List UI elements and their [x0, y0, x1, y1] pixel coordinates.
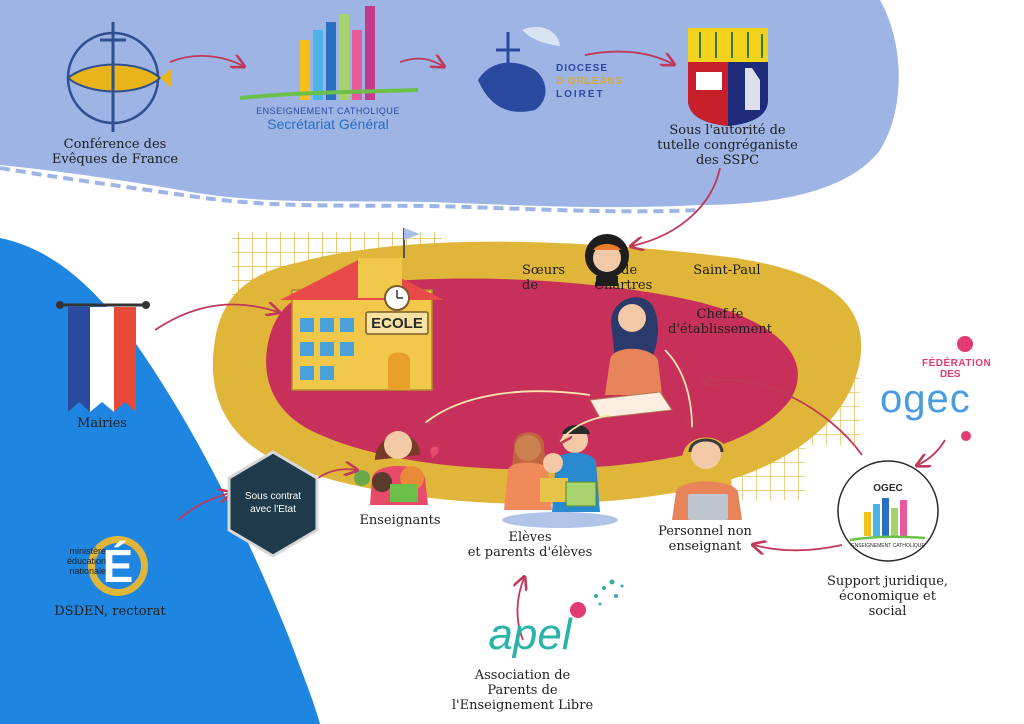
chef-label: Chef.fe d'établissement — [655, 307, 785, 337]
teacher-illustration — [354, 431, 439, 505]
apel-label-line: Parents de — [487, 683, 558, 698]
hex-label: Sous contrat avec l'Etat — [229, 490, 317, 516]
sg-line-2: Secrétariat Général — [267, 116, 389, 132]
personnel-line: enseignant — [668, 539, 742, 554]
support-label: Support juridique, économique et social — [815, 574, 960, 619]
tutelle-label: Sous l'autorité de tutelle congréganiste… — [650, 123, 805, 168]
support-line: économique et — [839, 589, 936, 604]
arrow-hex-teachers — [317, 469, 356, 479]
mairies-label: Mairies — [52, 416, 152, 431]
arrow-director-staff — [664, 349, 692, 428]
arrow-ministere-hex — [177, 493, 230, 521]
chef-label-line: Chef.fe — [696, 307, 744, 322]
ogec-badge — [837, 460, 939, 562]
ogec-badge-title: OGEC — [873, 483, 903, 494]
dsden-text: DSDEN, rectorat — [54, 604, 166, 619]
arrow-diocese-tutelle — [584, 50, 673, 64]
eleves-line: Elèves — [508, 530, 552, 545]
eleves-line: et parents d'élèves — [467, 545, 593, 560]
federation-line-1: FÉDÉRATION — [922, 358, 992, 369]
federation-logo — [957, 336, 973, 441]
sister-illustration — [585, 234, 629, 286]
arrow-ogec-personnel — [754, 545, 843, 550]
soeurs-label: Sœurs de Saint-Paul de Chartres — [470, 263, 790, 293]
support-line: Support juridique, — [826, 574, 949, 589]
arrow-flag-school — [154, 305, 278, 331]
diocese-line-1: DIOCESE — [556, 63, 609, 74]
apel-logo — [570, 579, 624, 618]
diocese-logo-text: DIOCESE D'ORLEANS LOIRET — [556, 62, 626, 101]
sg-logo — [239, 6, 419, 100]
diocese-line-2: D'ORLEANS — [556, 76, 624, 87]
federation-line-3: ogec — [880, 377, 971, 421]
school-sign: ECOLE — [371, 315, 423, 332]
sg-line-1: ENSEIGNEMENT CATHOLIQUE — [256, 106, 400, 116]
contract-hexagon — [227, 450, 319, 558]
tutelle-shield — [688, 28, 768, 126]
arrow-federation-ogec — [918, 439, 946, 465]
federation-line-2: DES — [940, 369, 961, 380]
cef-label-line: Conférence des — [63, 137, 167, 152]
soeurs-label-text: Sœurs de Saint-Paul de Chartres — [522, 263, 761, 293]
arrow-sg-diocese — [399, 59, 443, 66]
family-illustration — [502, 425, 618, 528]
tutelle-label-line: Sous l'autorité de — [669, 123, 786, 138]
enseignants-label: Enseignants — [340, 513, 460, 528]
eleves-label: Elèves et parents d'élèves — [455, 530, 605, 560]
cef-label-line: Evêques de France — [51, 152, 179, 167]
top-band-wave — [0, 166, 701, 214]
chef-label-line: d'établissement — [668, 322, 772, 337]
support-line: social — [868, 604, 907, 619]
hex-line: Sous contrat — [244, 491, 302, 502]
ministere-line: ministère — [69, 546, 106, 556]
arrow-director-teachers — [425, 390, 591, 423]
cef-label: Conférence des Evêques de France — [40, 137, 190, 167]
arrow-director-families — [560, 414, 611, 442]
apel-label: Association de Parents de l'Enseignement… — [440, 668, 605, 713]
arrow-cef-sg — [169, 56, 243, 66]
top-band — [0, 0, 899, 208]
ministere-logo — [88, 536, 148, 596]
ministere-text: ministère éducation nationale — [46, 546, 106, 576]
tutelle-label-line: des SSPC — [695, 153, 760, 168]
apel-label-line: l'Enseignement Libre — [451, 698, 594, 713]
ogec-badge-sub: ENSEIGNEMENT CATHOLIQUE — [851, 543, 925, 549]
apel-label-line: Association de — [474, 668, 571, 683]
personnel-label: Personnel non enseignant — [640, 524, 770, 554]
staff-illustration — [672, 437, 742, 520]
ministere-e-glyph: É — [103, 540, 134, 592]
french-flag — [56, 301, 150, 412]
arrow-ogec-staff — [705, 380, 863, 456]
sg-logo-text: ENSEIGNEMENT CATHOLIQUE Secrétariat Géné… — [238, 106, 418, 132]
apel-wordmark: apel — [488, 610, 572, 659]
arrow-tutelle-soeurs — [632, 167, 721, 246]
dsden-label: DSDEN, rectorat — [35, 604, 185, 619]
tutelle-label-line: tutelle congréganiste — [657, 138, 798, 153]
diocese-logo — [478, 26, 560, 112]
cef-logo — [66, 22, 172, 132]
ministere-line: nationale — [69, 566, 106, 576]
diocese-line-3: LOIRET — [556, 89, 605, 100]
federation-text: FÉDÉRATION DES ogec — [880, 358, 1020, 421]
arrow-apel-families — [517, 578, 524, 641]
director-illustration — [589, 297, 673, 419]
personnel-line: Personnel non — [658, 524, 752, 539]
mairies-text: Mairies — [77, 416, 127, 431]
hex-line: avec l'Etat — [250, 504, 296, 515]
school-illustration — [280, 228, 444, 391]
ministere-line: éducation — [66, 556, 106, 566]
enseignants-text: Enseignants — [359, 513, 441, 528]
